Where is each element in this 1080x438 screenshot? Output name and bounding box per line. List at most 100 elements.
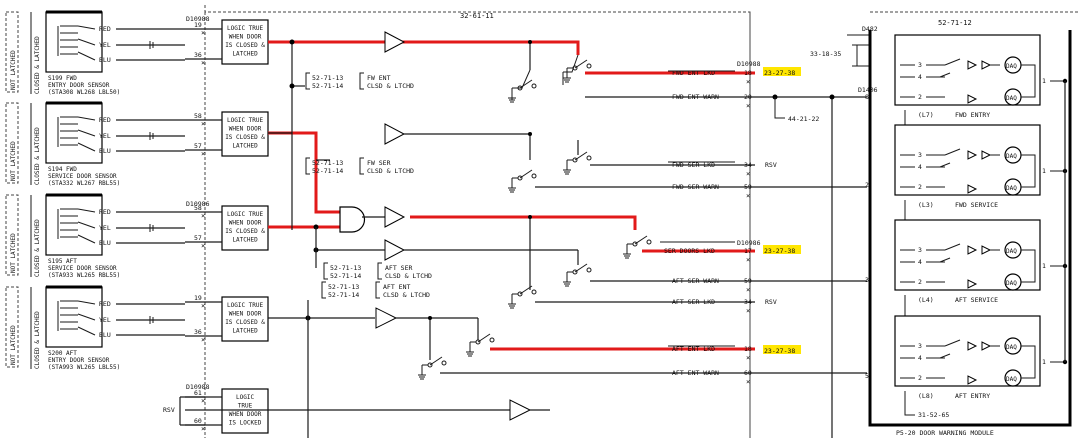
svg-text:DAQ: DAQ [1006,280,1017,287]
svg-text:TRUE: TRUE [238,403,253,410]
sensor-not-latched-label: NOT LATCHED [10,233,17,273]
pin-label: 58 [194,112,202,120]
sensor-id: S195 AFT [48,258,77,265]
output-signals: FWD ENT LKD FWD ENT WARN FWD SER LKD FWD… [163,69,777,414]
svg-text:3: 3 [865,276,869,284]
sensor-not-latched-label: NOT LATCHED [10,141,17,181]
pin-label: 19 [194,294,202,302]
svg-text:1: 1 [1042,262,1046,270]
sensor-location: (STA993 WL265 LBL55) [48,364,120,371]
svg-text:×: × [201,59,205,67]
sensor-not-latched-label: NOT LATCHED [10,50,17,90]
svg-text:WHEN DOOR: WHEN DOOR [229,411,262,418]
svg-text:IS LOCKED: IS LOCKED [229,420,262,427]
panel-id-right: 52-71-12 [938,19,972,27]
pin-label: 36 [194,51,202,59]
svg-text:3: 3 [918,151,922,159]
svg-text:FW SER: FW SER [367,159,391,167]
svg-text:LATCHED: LATCHED [232,328,258,335]
svg-text:×: × [201,29,205,37]
sensor-desc: SERVICE DOOR SENSOR [48,173,117,180]
connector-d10986: D10986 [186,200,210,208]
svg-text:×: × [201,150,205,158]
wire-label-red: RED [99,208,111,216]
module-enclosure [868,30,1072,427]
svg-text:WHEN DOOR: WHEN DOOR [229,311,262,318]
relay-contact-1 [508,79,537,103]
svg-text:LOGIC: LOGIC [236,394,254,401]
sensor-desc: ENTRY DOOR SENSOR [48,357,110,364]
sensor-closed-latched-label: CLOSED & LATCHED [34,219,41,277]
sensor-not-latched-label: NOT LATCHED [10,325,17,365]
channel-name: FWD SERVICE [955,201,998,209]
ref-44-21-22: 44-21-22 [788,115,819,123]
svg-text:×: × [201,120,205,128]
svg-text:WHEN DOOR: WHEN DOOR [229,126,262,133]
sensor-location: (STA308 WL268 LBL50) [48,89,120,96]
output-pin-18: 18 [744,345,752,353]
connector-d10986-right: D10986 [737,239,761,247]
output-pin-59: 59 [744,277,752,285]
channel-name: FWD ENTRY [955,111,990,119]
svg-text:AFT SER: AFT SER [385,264,412,272]
svg-text:1: 1 [1042,167,1046,175]
svg-text:IS CLOSED &: IS CLOSED & [225,319,265,326]
ref-23-27-38-b: 23-27-38 [764,247,795,255]
svg-text:WHEN DOOR: WHEN DOOR [229,34,262,41]
sensor-desc: ENTRY DOOR SENSOR [48,82,110,89]
svg-text:52-71-14: 52-71-14 [312,167,343,175]
svg-text:×: × [746,102,750,110]
pin-label: 36 [194,328,202,336]
sensor-location: (STA933 WL265 RBL55) [48,272,120,279]
channel-tag: (L4) [918,296,934,304]
buffer-1 [384,31,406,53]
sensor-closed-latched-label: CLOSED & LATCHED [34,36,41,94]
wire-label-blu: BLU [99,331,111,339]
pin-label: 58 [194,204,202,212]
svg-text:IS CLOSED &: IS CLOSED & [225,228,265,235]
svg-text:52-71-13: 52-71-13 [312,159,343,167]
buffer-6 [509,399,532,421]
relay-contact-3 [508,169,537,193]
svg-text:52-71-13: 52-71-13 [330,264,361,272]
svg-text:DAQ: DAQ [1006,376,1017,383]
sensor-closed-latched-label: CLOSED & LATCHED [34,311,41,369]
wire-label-yel: YEL [99,132,111,140]
pin-label: 57 [194,142,202,150]
svg-text:2: 2 [865,181,869,189]
signal-fwd-ser-warn: FWD SER WARN [672,183,719,191]
wire-label-yel: YEL [99,41,111,49]
svg-text:IS CLOSED &: IS CLOSED & [225,134,265,141]
wire-label-red: RED [99,116,111,124]
internal-wiring [179,31,755,438]
sensor-id: S194 FWD [48,166,77,173]
svg-text:2: 2 [918,374,922,382]
svg-text:×: × [746,354,750,362]
output-pin-20: 20 [744,93,752,101]
svg-text:52-71-13: 52-71-13 [328,283,359,291]
wire-label-blu: BLU [99,56,111,64]
connector-d1406: D1406 [858,86,878,94]
svg-text:2: 2 [918,183,922,191]
svg-text:LOGIC TRUE: LOGIC TRUE [227,211,264,218]
svg-text:1: 1 [1042,77,1046,85]
svg-text:1: 1 [1042,358,1046,366]
svg-text:3: 3 [918,342,922,350]
output-pin-60: 60 [744,369,752,377]
svg-text:×: × [201,212,205,220]
svg-text:CLSD & LTCHD: CLSD & LTCHD [367,82,414,90]
wire-label-yel: YEL [99,224,111,232]
relay-contact-4 [563,151,592,175]
buffer-5 [375,307,398,329]
buffer-3 [384,206,406,228]
svg-text:3: 3 [918,61,922,69]
sensor-id: S199 FWD [48,75,77,82]
connector-d10988-bottom: D10988 [186,383,210,391]
